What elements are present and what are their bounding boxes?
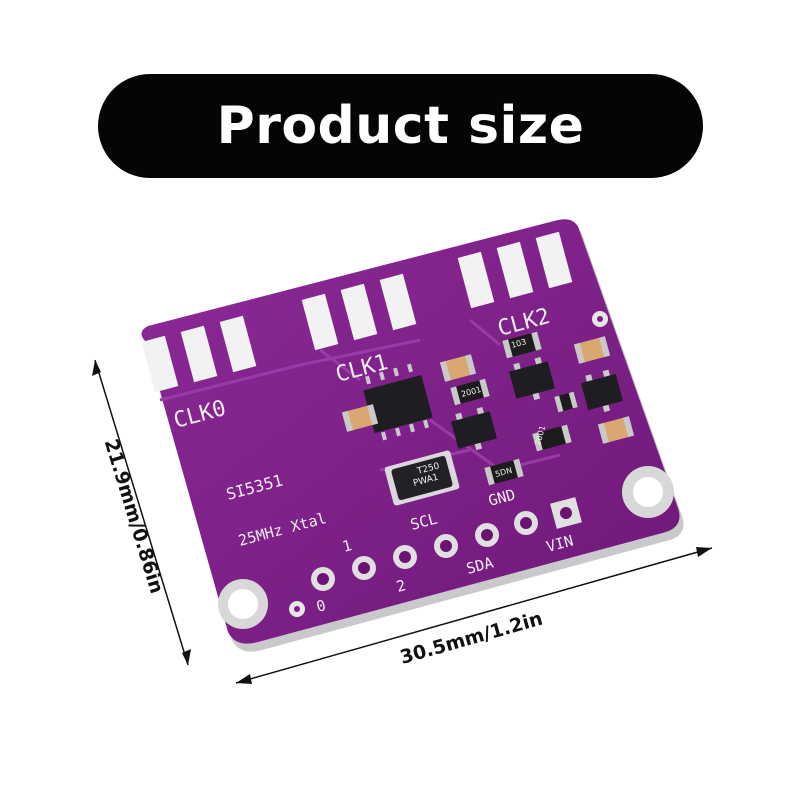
smd-components: [341, 331, 635, 486]
crystal-oscillator: T250 PWA1: [384, 450, 460, 506]
small-via-bottom: [289, 601, 305, 617]
clk2-pads: [457, 231, 573, 309]
pin-1-label: 1: [340, 536, 353, 556]
title-banner: Product size: [98, 74, 703, 178]
mounting-hole-left: [218, 579, 268, 629]
si5351-chip: [363, 363, 433, 441]
pin-0-label: 0: [314, 596, 327, 616]
clk0-pads: [141, 315, 257, 393]
small-via-top: [592, 311, 608, 327]
res-5dn-label: 5DN: [494, 466, 513, 479]
pin-vin: [550, 497, 582, 529]
height-label: 21.9mm/0.86in: [100, 436, 168, 596]
pcb-board: [141, 219, 680, 644]
pin-sda: [475, 523, 499, 547]
header-pins: [311, 497, 582, 591]
pin-2: [393, 545, 417, 569]
pin-1: [352, 556, 376, 580]
pin-2-label: 2: [394, 576, 407, 596]
mounting-hole-right: [622, 466, 674, 518]
pin-0: [311, 567, 335, 591]
res-103-label: 103: [510, 337, 527, 350]
pin-scl: [434, 534, 458, 558]
banner-title: Product size: [216, 96, 585, 156]
clk1-pads: [301, 273, 417, 351]
pin-gnd: [514, 511, 538, 535]
